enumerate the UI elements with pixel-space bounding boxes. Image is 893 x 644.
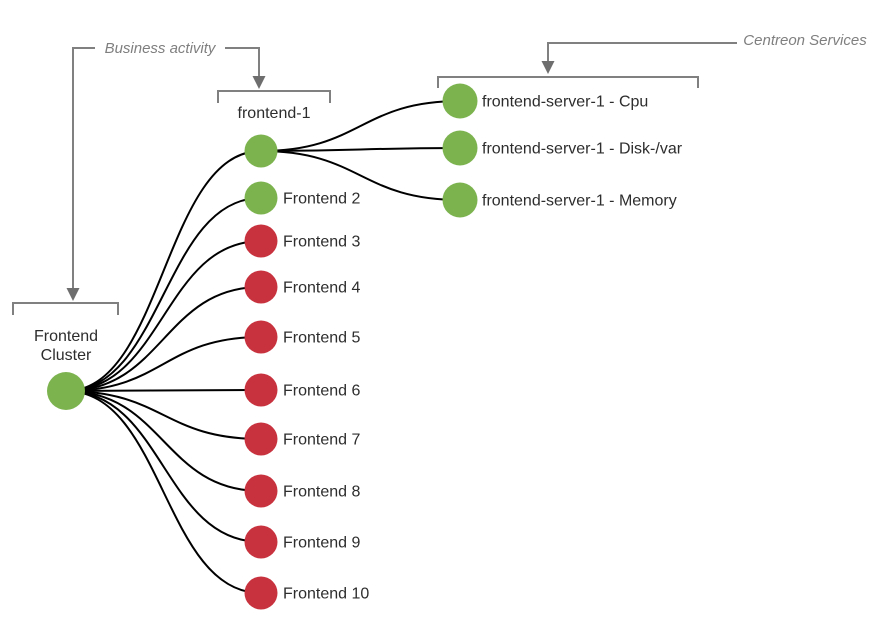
edge-frontend-cluster-to-frontend-1 — [65, 150, 262, 392]
node-service-disk-var[interactable] — [442, 130, 478, 166]
node-frontend-10[interactable] — [244, 576, 278, 610]
node-service-memory[interactable] — [442, 182, 478, 218]
cluster-caption-line-0: Frontend — [34, 328, 98, 345]
node-label-service-disk-var: frontend-server-1 - Disk-/var — [482, 141, 683, 158]
node-label-service-cpu: frontend-server-1 - Cpu — [482, 94, 648, 111]
node-label-frontend-10: Frontend 10 — [283, 586, 369, 603]
cluster-caption-line-1: Cluster — [41, 347, 92, 364]
edge-frontend-cluster-to-frontend-6 — [65, 389, 262, 392]
centreon-services-arrowhead-icon-0 — [541, 61, 555, 74]
node-service-cpu[interactable] — [442, 83, 478, 119]
cluster-bracket — [12, 302, 119, 315]
node-label-frontend-4: Frontend 4 — [283, 280, 360, 297]
business-activity-connector-line-0 — [72, 47, 95, 288]
edge-frontend-cluster-to-frontend-10 — [65, 390, 262, 594]
node-frontend-8[interactable] — [244, 474, 278, 508]
edge-frontend-cluster-to-frontend-3 — [65, 240, 262, 392]
edge-frontend-cluster-to-frontend-5 — [65, 336, 262, 392]
business-activity-label: Business activity — [105, 40, 217, 57]
edge-frontend-cluster-to-frontend-7 — [65, 390, 262, 440]
node-label-service-memory: frontend-server-1 - Memory — [482, 193, 677, 210]
centreon-services-label: Centreon Services — [743, 32, 867, 49]
node-frontend-cluster[interactable] — [47, 372, 85, 410]
business-activity-connector-line-1 — [225, 47, 260, 76]
frontend-1-bracket — [217, 90, 331, 103]
node-label-frontend-9: Frontend 9 — [283, 535, 360, 552]
edge-frontend-cluster-to-frontend-2 — [65, 197, 262, 392]
node-frontend-9[interactable] — [244, 525, 278, 559]
edge-frontend-cluster-to-frontend-9 — [65, 390, 262, 543]
edge-frontend-1-to-service-cpu — [260, 100, 461, 152]
node-label-frontend-2: Frontend 2 — [283, 191, 360, 208]
node-frontend-7[interactable] — [244, 422, 278, 456]
edge-frontend-1-to-service-disk-var — [260, 147, 461, 152]
edge-frontend-cluster-to-frontend-4 — [65, 286, 262, 392]
edge-frontend-cluster-to-frontend-8 — [65, 390, 262, 492]
node-frontend-6[interactable] — [244, 373, 278, 407]
node-frontend-2[interactable] — [244, 181, 278, 215]
business-activity-arrowhead-icon-1 — [252, 76, 266, 89]
node-frontend-5[interactable] — [244, 320, 278, 354]
centreon-services-connector-line-0 — [547, 42, 737, 61]
edge-frontend-1-to-service-memory — [260, 150, 461, 201]
node-label-frontend-7: Frontend 7 — [283, 432, 360, 449]
node-frontend-4[interactable] — [244, 270, 278, 304]
node-label-frontend-3: Frontend 3 — [283, 234, 360, 251]
services-bracket — [437, 76, 699, 88]
node-label-frontend-8: Frontend 8 — [283, 484, 360, 501]
frontend-1-caption-line-0: frontend-1 — [238, 105, 311, 122]
node-label-frontend-5: Frontend 5 — [283, 330, 360, 347]
node-frontend-3[interactable] — [244, 224, 278, 258]
node-frontend-1[interactable] — [244, 134, 278, 168]
node-label-frontend-6: Frontend 6 — [283, 383, 360, 400]
business-activity-arrowhead-icon-0 — [66, 288, 80, 301]
